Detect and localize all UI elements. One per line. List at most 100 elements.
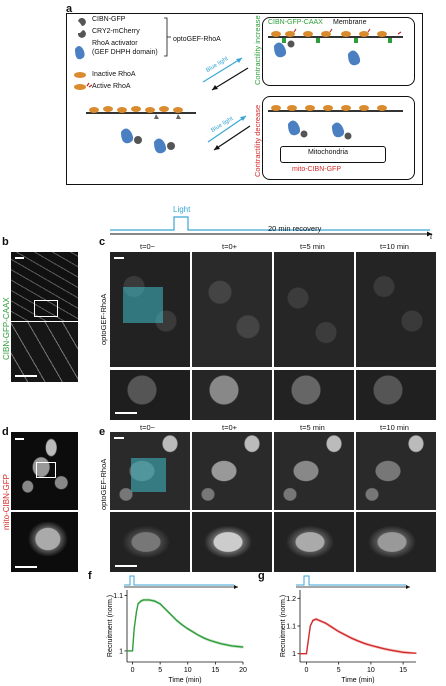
x-tick-label: 5 [158, 667, 162, 674]
data-point [331, 626, 333, 628]
legend-active: Active RhoA [92, 83, 131, 90]
scale-bar [114, 257, 124, 259]
legend-icons [74, 18, 93, 90]
data-point [389, 649, 391, 651]
data-point [209, 639, 211, 641]
timeline-t: t [430, 232, 433, 241]
schematic-frame [66, 13, 423, 185]
time-label-e-0: t=0− [140, 423, 156, 432]
x-tick-label: 15 [211, 667, 219, 674]
data-point [318, 619, 320, 622]
illumination-region [131, 458, 166, 492]
contractility-decrease-label: Contractility decrease [253, 104, 262, 177]
panel-b-zoom [11, 322, 78, 382]
data-point [344, 634, 346, 636]
panel-b-overview [11, 252, 78, 321]
membrane-box [262, 17, 415, 86]
illumination-region [123, 287, 163, 323]
data-point [165, 608, 167, 610]
data-point [176, 619, 178, 622]
x-tick-label: 0 [131, 667, 135, 674]
x-tick-label: 5 [337, 667, 341, 674]
panel-e-zoom-3 [356, 512, 436, 572]
x-axis-label: Time (min) [168, 677, 201, 684]
data-point [214, 641, 216, 643]
data-point [187, 628, 189, 630]
data-point [131, 650, 134, 652]
y-axis-label: Recruitment (norm.) [280, 595, 287, 657]
data-point [363, 642, 366, 645]
time-label-c-0: t=0− [140, 242, 156, 251]
panel-label-f: f [88, 570, 92, 582]
time-label-e-3: t=10 min [380, 423, 409, 432]
data-point [312, 619, 314, 622]
data-point [198, 634, 200, 637]
data-point [396, 650, 398, 652]
panel-e-zoom-0 [110, 512, 190, 572]
data-point [370, 644, 372, 646]
panel-e-frame-3 [356, 432, 436, 510]
data-point [309, 625, 311, 627]
data-point [299, 653, 301, 655]
data-point [142, 599, 145, 601]
mito-construct-label: mito-CIBN-GFP [292, 166, 341, 173]
data-point [220, 643, 222, 645]
membrane-schematic [268, 28, 403, 66]
x-tick-label: 10 [367, 667, 375, 674]
scale-bar [114, 437, 124, 439]
panel-c-zoom-3 [356, 370, 436, 420]
series-line [127, 599, 244, 652]
x-tick-label: 0 [304, 667, 308, 674]
contractility-increase-label: Contractility increase [253, 15, 262, 85]
data-point [129, 650, 131, 652]
mito-box [262, 96, 415, 180]
data-point [203, 637, 205, 639]
panel-label-g: g [258, 570, 265, 582]
data-point [307, 639, 309, 641]
rhoa-activator-icon [75, 46, 85, 60]
panel-c-frame-1 [192, 252, 272, 367]
data-point [236, 645, 239, 648]
error-band [127, 598, 243, 652]
legend-gef-domain: (GEF DHPH domain) [92, 49, 158, 56]
legend-cry2: CRY2-mCherry [92, 28, 140, 35]
time-label-c-2: t=5 min [300, 242, 325, 251]
y-tick-label: 1 [292, 651, 296, 658]
legend-cibn: CIBN-GFP [92, 16, 126, 23]
x-tick-label: 20 [239, 667, 247, 674]
cry2-icon [77, 30, 86, 38]
data-point [133, 628, 135, 630]
data-point [408, 652, 411, 654]
legend-optogef: optoGEF-RhoA [173, 36, 221, 43]
scale-bar [15, 257, 24, 259]
panel-c-zoom-1 [192, 370, 272, 420]
legend-rhoa-activator: RhoA activator [92, 40, 138, 47]
data-point [383, 648, 385, 650]
panel-e-frame-1 [192, 432, 272, 510]
panel-c-zoom-0 [110, 370, 190, 420]
blue-light-arrows [202, 57, 251, 151]
data-point [302, 653, 304, 655]
scale-bar [115, 565, 137, 567]
data-point [325, 622, 327, 624]
data-point [225, 644, 228, 646]
data-point [402, 651, 404, 653]
panel-e-frame-2 [274, 432, 354, 510]
y-tick-label: 1.2 [286, 596, 296, 603]
panel-d-zoom [11, 512, 78, 572]
light-timeline [110, 216, 432, 237]
data-point [170, 614, 172, 616]
data-point [242, 646, 244, 648]
y-tick-label: 1 [119, 648, 123, 655]
data-point [148, 599, 150, 601]
panel-label-b: b [2, 236, 9, 248]
scale-bar [15, 438, 24, 440]
legend-inactive: Inactive RhoA [92, 71, 136, 78]
x-tick-label: 15 [399, 667, 407, 674]
panel-c-frame-3 [356, 252, 436, 367]
panel-e-zoom-2 [274, 512, 354, 572]
time-label-e-1: t=0+ [222, 423, 238, 432]
light-label: Light [173, 205, 191, 214]
